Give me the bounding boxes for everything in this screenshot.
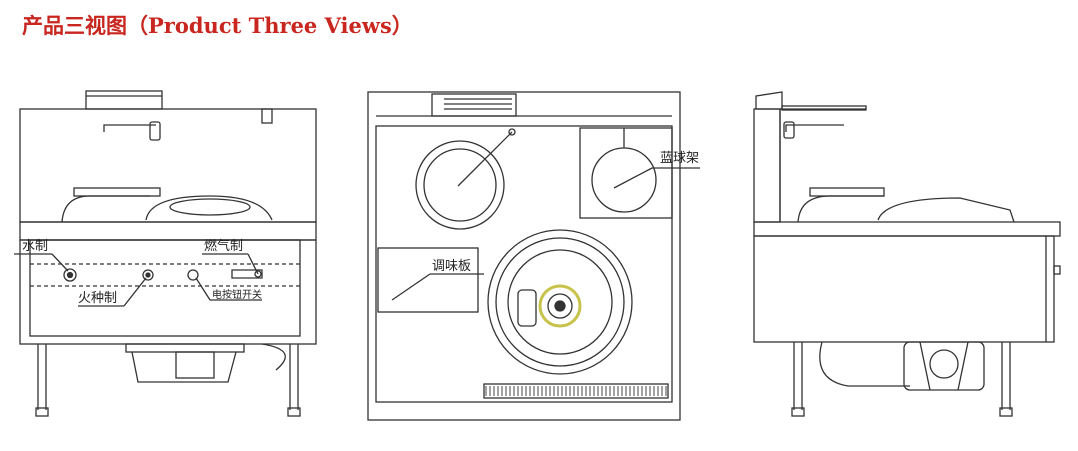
label-gas-control: 燃气制 [204,238,243,254]
label-pilot-control: 火种制 [78,291,117,306]
side-view [753,91,1061,417]
label-seasoning-board: 调味板 [432,259,471,274]
label-basket-rack: 蓝球架 [660,151,699,166]
front-view [14,90,317,417]
label-water-control: 水制 [22,239,48,254]
label-electric-switch: 电按钮开关 [212,288,262,301]
page-title: 产品三视图（Product Three Views） [22,13,413,38]
top-view [367,91,700,421]
